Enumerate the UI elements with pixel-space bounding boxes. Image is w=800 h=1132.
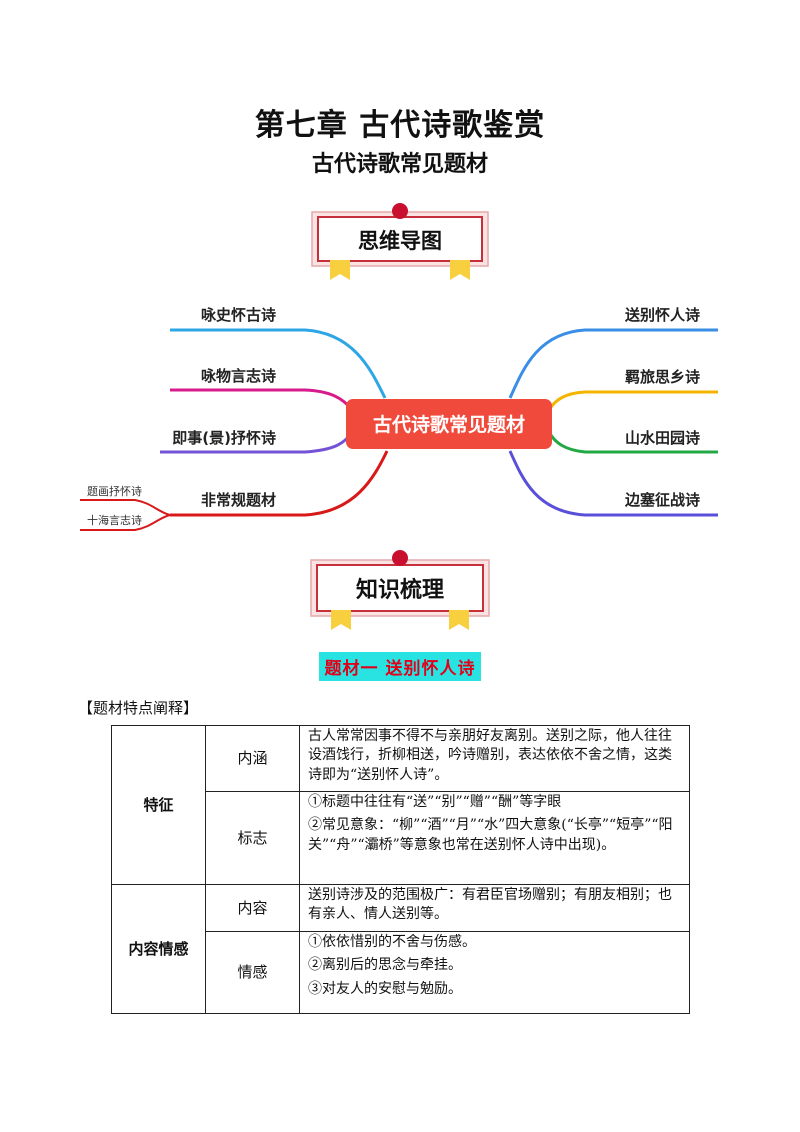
description-line: ①依依惜别的不舍与伤感。 [308, 934, 476, 950]
branch-line-4 [170, 450, 389, 517]
label-cell: 内涵 [205, 725, 300, 792]
center-node [346, 399, 552, 449]
knowledge-banner: 知识梳理 [310, 550, 490, 630]
sub-branch-label-2: 十海言志诗 [87, 513, 142, 527]
description-cell: ①标题中往往有“送”“别”“赠”“酬”等字眼 ②常见意象：“柳”“酒”“月”“水… [299, 791, 690, 885]
table-row: 内容情感 内容 送别诗涉及的范围极广：有君臣官场赠别；有朋友相别；也有亲人、情人… [111, 884, 690, 1014]
chapter-title: 第七章 古代诗歌鉴赏 [254, 108, 546, 143]
ribbon-left-icon [330, 260, 350, 280]
banner-frame-inner [316, 564, 484, 612]
description-cell: 送别诗涉及的范围极广：有君臣官场赠别；有朋友相别；也有亲人、情人送别等。 [299, 884, 690, 932]
ribbon-right-icon [449, 610, 469, 630]
table-row: 特征 内涵 古人常常因事不得不与亲朋好友离别。送别之际，他人往往设酒饯行，折柳相… [111, 725, 690, 885]
sub-branch-line-1 [80, 499, 171, 516]
branch-label-8: 边塞征战诗 [624, 491, 700, 509]
banner-title: 知识梳理 [356, 577, 444, 603]
branch-label-3: 即事(景)抒怀诗 [172, 429, 276, 447]
description-line: ③对友人的安慰与勉励。 [308, 980, 462, 997]
branch-label-1: 咏史怀古诗 [201, 306, 276, 324]
category-cell: 内容情感 [111, 884, 206, 1014]
ribbon-right-icon [450, 260, 470, 280]
description-cell: 古人常常因事不得不与亲朋好友离别。送别之际，他人往往设酒饯行，折柳相送，吟诗赠别… [299, 725, 690, 792]
branch-line-5 [508, 328, 718, 399]
branch-line-2 [170, 388, 354, 411]
branch-label-4: 非常规题材 [201, 491, 276, 509]
banner-frame-inner [317, 216, 483, 262]
description-line: 送别诗涉及的范围极广：有君臣官场赠别；有朋友相别；也有亲人、情人送别等。 [308, 887, 672, 923]
feature-table: 特征 内涵 古人常常因事不得不与亲朋好友离别。送别之际，他人往往设酒饯行，折柳相… [111, 725, 690, 1014]
mind-map-banner: 思维导图 [311, 203, 489, 280]
branch-line-1 [170, 328, 387, 399]
branch-label-7: 山水田园诗 [625, 429, 700, 447]
banner-pin-icon [392, 203, 408, 219]
description-line: ②常见意象：“柳”“酒”“月”“水”四大意象(“长亭”“短亭”“阳关”“舟”“灞… [308, 817, 673, 853]
label-cell: 标志 [205, 791, 300, 885]
description-cell: ①依依惜别的不舍与伤感。 ②离别后的思念与牵挂。 ③对友人的安慰与勉励。 [299, 931, 690, 1014]
label-cell: 情感 [205, 931, 300, 1014]
table-row: 标志 ①标题中往往有“送”“别”“赠”“酬”等字眼 ②常见意象：“柳”“酒”“月… [112, 791, 690, 885]
label-cell: 内容 [205, 884, 300, 932]
mind-map: 古代诗歌常见题材 咏史怀古诗 咏物言志诗 即事(景)抒怀诗 非常规题材 送别怀人… [80, 306, 718, 531]
branch-label-2: 咏物言志诗 [201, 367, 276, 385]
sub-branch-label-1: 题画抒怀诗 [87, 484, 142, 498]
sub-branch-line-2 [80, 514, 171, 531]
banner-pin-icon [392, 550, 408, 566]
subtitle: 古代诗歌常见题材 [311, 152, 488, 177]
category-cell: 特征 [111, 725, 206, 885]
description-line: ②离别后的思念与牵挂。 [308, 957, 462, 974]
table-row: 情感 ①依依惜别的不舍与伤感。 ②离别后的思念与牵挂。 ③对友人的安慰与勉励。 [112, 931, 690, 1014]
description-line: 古人常常因事不得不与亲朋好友离别。送别之际，他人往往设酒饯行，折柳相送，吟诗赠别… [308, 728, 672, 783]
branch-label-6: 羁旅思乡诗 [625, 368, 700, 386]
description-line: ①标题中往往有“送”“别”“赠”“酬”等字眼 [308, 794, 562, 810]
center-node-label: 古代诗歌常见题材 [373, 413, 525, 436]
branch-line-8 [508, 450, 718, 517]
banner-title: 思维导图 [358, 229, 442, 253]
ribbon-left-icon [331, 610, 351, 630]
section-heading: 题材一 送别怀人诗 [0, 652, 800, 681]
note-label: 【题材特点阐释】 [78, 699, 199, 717]
branch-label-5: 送别怀人诗 [624, 306, 700, 324]
branch-line-6 [547, 390, 718, 411]
section-heading-text: 题材一 送别怀人诗 [318, 652, 482, 681]
